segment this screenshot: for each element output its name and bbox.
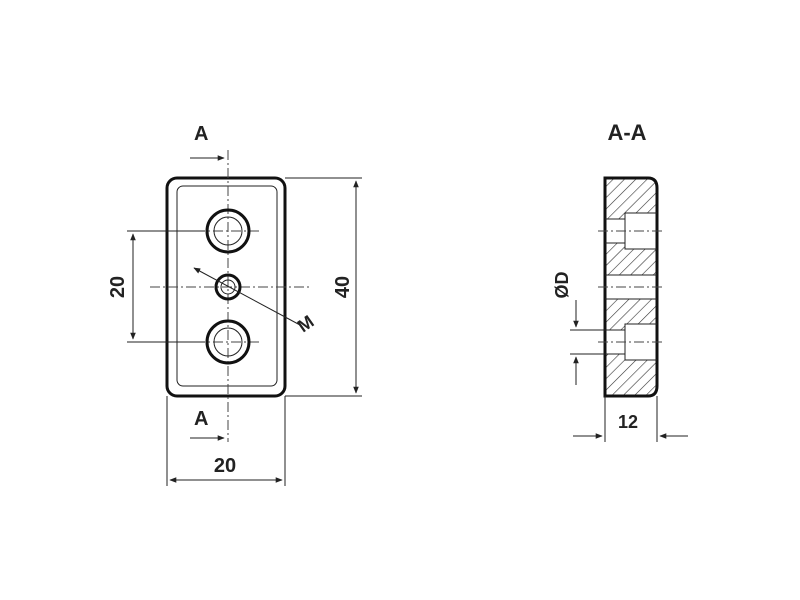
section-title: A-A <box>607 120 646 145</box>
section-hatched-material <box>605 178 657 396</box>
threaded-center-hole <box>214 273 242 301</box>
section-marker-top: A <box>190 123 225 161</box>
dimension-height-label: 40 <box>332 276 354 298</box>
dimension-height: 40 <box>285 177 362 397</box>
front-view: M A A 20 40 20 <box>107 123 362 486</box>
dimension-bore-diameter: ØD <box>552 271 605 385</box>
section-center-bore <box>605 274 657 300</box>
dimension-hole-spacing: 20 <box>107 230 205 343</box>
thread-label: M <box>294 311 318 336</box>
bottom-counterbore-hole <box>205 319 251 365</box>
dimension-thickness: 12 <box>573 396 688 442</box>
dimension-width: 20 <box>166 396 286 486</box>
top-counterbore-hole <box>205 208 251 254</box>
section-view: A-A ØD <box>552 120 688 442</box>
dimension-thickness-label: 12 <box>618 412 638 432</box>
section-outline <box>603 176 659 398</box>
plate-inner-edge <box>176 185 278 387</box>
dimension-hole-spacing-label: 20 <box>107 276 129 298</box>
section-marker-top-label: A <box>194 123 208 145</box>
section-marker-bottom-label: A <box>194 408 208 430</box>
thread-leader-line <box>193 267 301 326</box>
dimension-bore-diameter-label: ØD <box>552 271 572 298</box>
section-marker-bottom: A <box>190 408 225 441</box>
dimension-width-label: 20 <box>214 455 236 477</box>
